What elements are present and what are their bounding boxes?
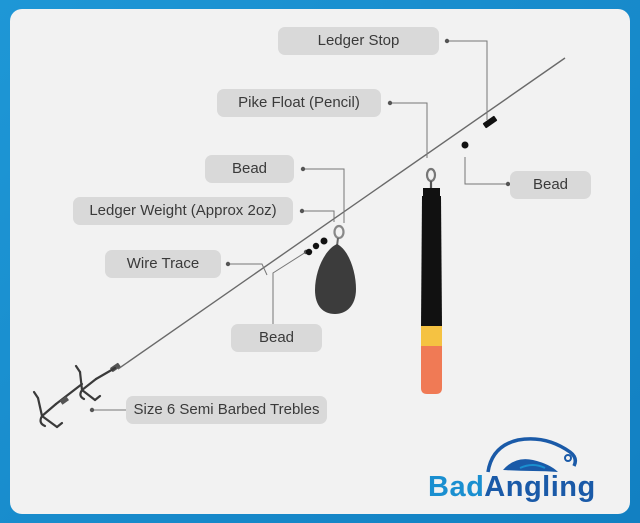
label-bead-top-right: Bead bbox=[510, 171, 591, 199]
ledger-weight-graphic bbox=[315, 224, 356, 314]
bead-marker-upper-right bbox=[461, 141, 469, 149]
ledger-stop-marker bbox=[482, 115, 498, 129]
label-trebles: Size 6 Semi Barbed Trebles bbox=[126, 396, 327, 424]
label-wire-trace: Wire Trace bbox=[105, 250, 221, 278]
label-bead-upper: Bead bbox=[205, 155, 294, 183]
treble-hooks-graphic bbox=[32, 364, 117, 429]
bead-marker-3 bbox=[305, 248, 313, 256]
brand-bad-text: Bad bbox=[428, 471, 485, 503]
brand-wordmark: BadAngling bbox=[428, 472, 596, 502]
brand-angling-text: Angling bbox=[484, 471, 596, 503]
pike-float-graphic bbox=[421, 167, 442, 394]
leader-lines bbox=[89, 38, 511, 413]
bead-marker-2 bbox=[312, 242, 320, 250]
label-pike-float: Pike Float (Pencil) bbox=[217, 89, 381, 117]
label-ledger-weight: Ledger Weight (Approx 2oz) bbox=[73, 197, 293, 225]
main-line bbox=[117, 57, 566, 370]
label-ledger-stop: Ledger Stop bbox=[278, 27, 439, 55]
badangling-logo-graphic bbox=[486, 437, 578, 473]
label-bead-lower: Bead bbox=[231, 324, 322, 352]
bead-marker-1 bbox=[320, 237, 328, 245]
